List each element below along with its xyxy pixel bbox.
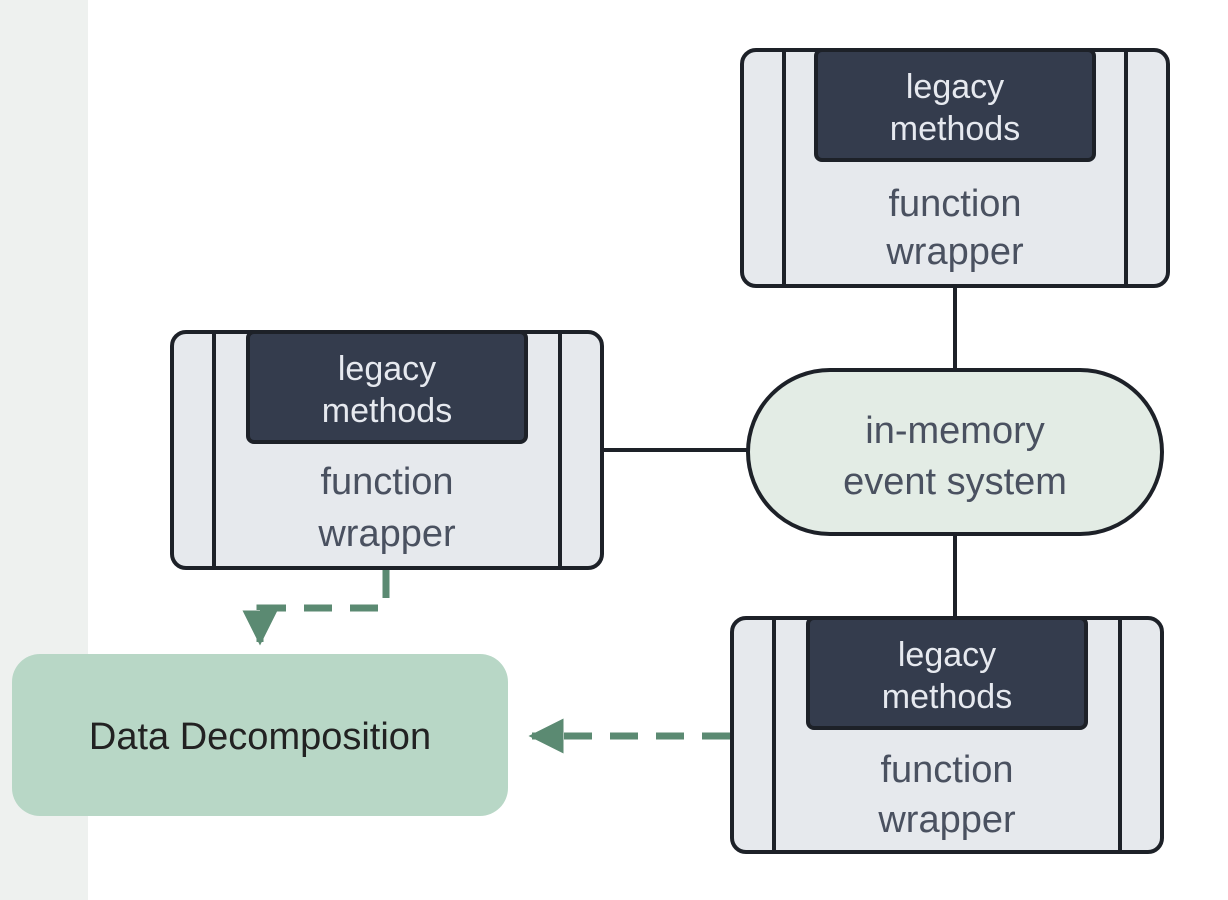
- function-wrapper-label-line2: wrapper: [877, 799, 1016, 841]
- function-wrapper-label-line1: function: [320, 461, 453, 503]
- function-wrapper-left: legacy methods function wrapper: [170, 330, 604, 570]
- function-wrapper-label-line1: function: [880, 749, 1013, 791]
- function-wrapper-bottom: legacy methods function wrapper: [730, 616, 1164, 854]
- function-wrapper-label-line1: function: [888, 183, 1021, 225]
- legacy-methods-box: [814, 48, 1096, 162]
- legacy-methods-label-line2: methods: [882, 678, 1012, 716]
- data-decomposition-node: Data Decomposition: [12, 654, 508, 816]
- legacy-methods-label-line1: legacy: [906, 68, 1004, 106]
- legacy-methods-box: [246, 330, 528, 444]
- event-system-pill: [746, 368, 1164, 536]
- event-system-label-line1: in-memory: [865, 410, 1044, 452]
- legacy-methods-box: [806, 616, 1088, 730]
- function-wrapper-label-line2: wrapper: [317, 513, 456, 555]
- function-wrapper-top: legacy methods function wrapper: [740, 48, 1170, 288]
- function-wrapper-label-line2: wrapper: [885, 231, 1024, 273]
- dashed-arrow-left-to-decomposition: [242, 570, 390, 646]
- legacy-methods-label-line1: legacy: [338, 350, 436, 388]
- legacy-methods-label-line1: legacy: [898, 636, 996, 674]
- event-system-node: in-memory event system: [746, 368, 1164, 536]
- data-decomposition-label: Data Decomposition: [89, 716, 431, 758]
- data-decomposition-box: [12, 654, 508, 816]
- legacy-methods-label-line2: methods: [890, 110, 1020, 148]
- legacy-methods-label-line2: methods: [322, 392, 452, 430]
- event-system-label-line2: event system: [843, 461, 1067, 503]
